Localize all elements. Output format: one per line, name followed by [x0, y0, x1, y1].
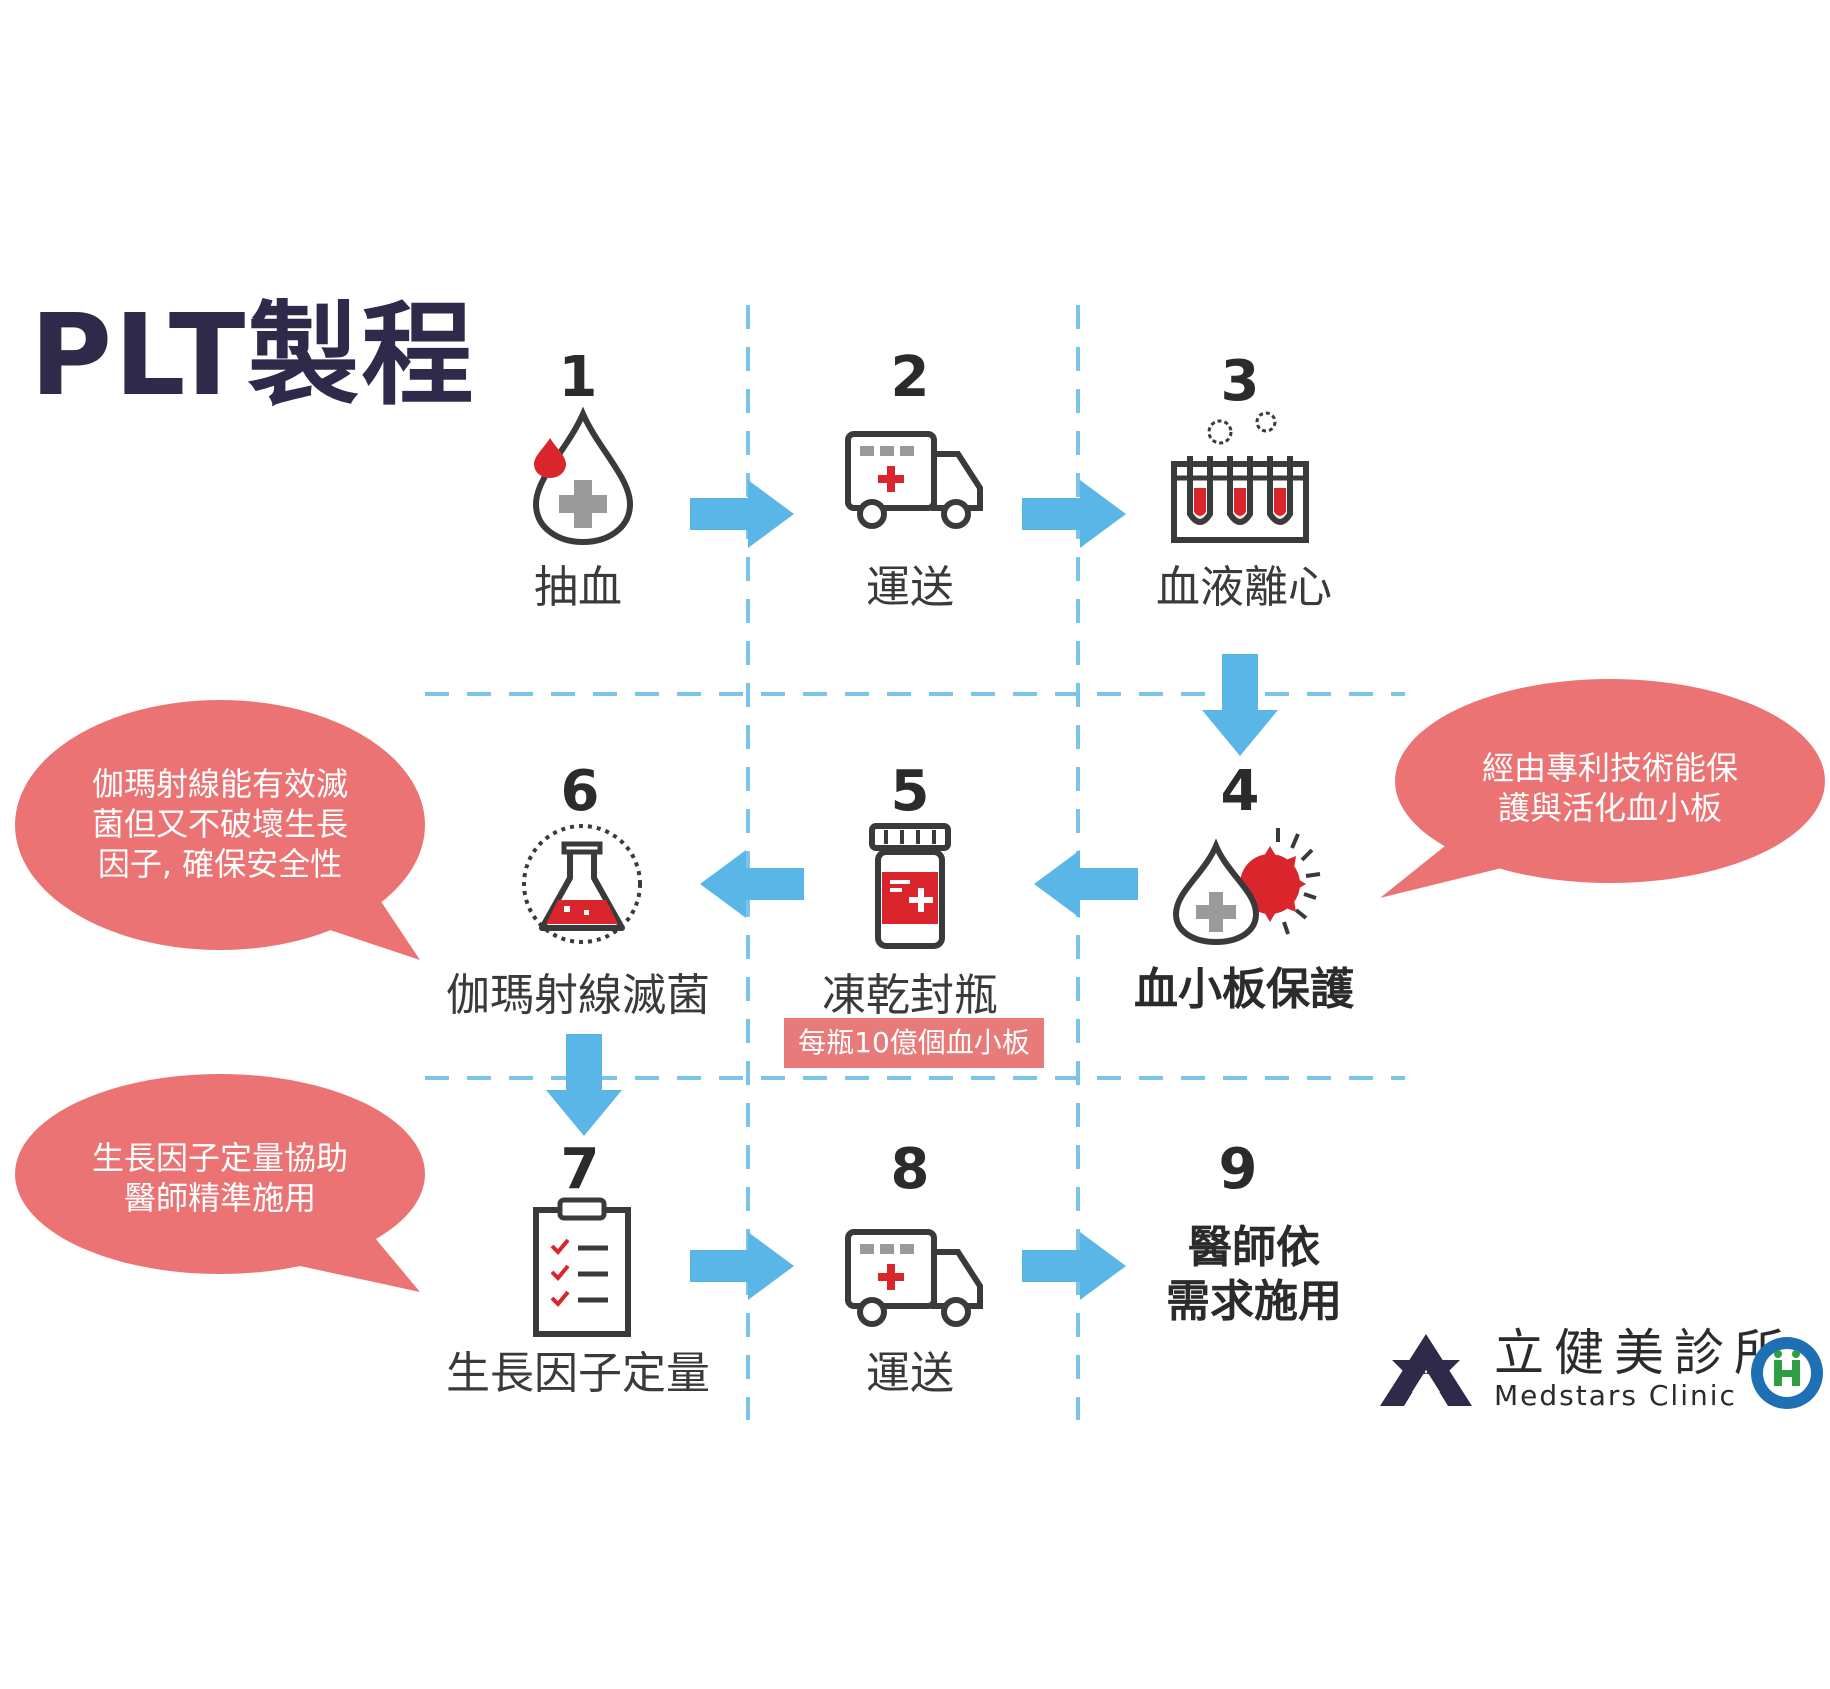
- speech-bubble-step6-line1: 伽瑪射線能有效滅: [91, 765, 348, 803]
- step-5-label: 凍乾封瓶: [822, 970, 998, 1021]
- checklist-clipboard-icon: [533, 1197, 631, 1337]
- step-4-label: 血小板保護: [1134, 964, 1354, 1015]
- step-5-number: 5: [890, 759, 930, 824]
- step-9-label-line1: 醫師依: [1188, 1222, 1320, 1273]
- platelet-count-badge: 每瓶10億個血小板: [784, 1018, 1044, 1068]
- speech-bubble-step4: 經由專利技術能保 護與活化血小板: [1450, 748, 1770, 828]
- step-1-number: 1: [558, 345, 598, 410]
- speech-bubble-step7-shape: [15, 1074, 425, 1292]
- clinic-name-zh: 立健美診所: [1494, 1324, 1794, 1382]
- platelet-protection-icon: [1172, 828, 1321, 946]
- step-3-number: 3: [1220, 349, 1260, 414]
- step-2-label: 運送: [866, 562, 954, 613]
- gamma-flask-icon: [522, 824, 642, 944]
- centrifuge-tubes-icon: [1171, 411, 1309, 543]
- speech-bubble-step6: 伽瑪射線能有效滅 菌但又不破壞生長 因子, 確保安全性: [60, 764, 380, 884]
- sealed-vial-icon: [869, 823, 951, 949]
- step-2-number: 2: [890, 345, 930, 410]
- nhi-badge-icon: [1751, 1337, 1823, 1409]
- clinic-name-en: Medstars Clinic: [1494, 1379, 1737, 1412]
- step-9-number: 9: [1218, 1137, 1258, 1202]
- speech-bubble-step7-line1: 生長因子定量協助: [91, 1139, 348, 1177]
- speech-bubble-step6-line3: 因子, 確保安全性: [97, 845, 343, 883]
- step-7-label: 生長因子定量: [446, 1348, 710, 1399]
- step-7-number: 7: [560, 1137, 600, 1202]
- arrow-right-1-2: [690, 480, 794, 548]
- page-title: PLT製程: [30, 291, 476, 421]
- step-4-number: 4: [1220, 759, 1260, 824]
- step-6-label: 伽瑪射線滅菌: [446, 970, 710, 1021]
- speech-bubble-step7-line2: 醫師精準施用: [123, 1179, 316, 1217]
- ambulance-icon-2: [845, 1229, 983, 1327]
- speech-bubble-step4-shape: [1380, 679, 1825, 898]
- step-8-label: 運送: [866, 1348, 954, 1399]
- medstars-logo-icon: [1380, 1334, 1472, 1406]
- arrow-down-6-7: [546, 1034, 622, 1136]
- arrow-right-7-8: [690, 1232, 794, 1300]
- arrow-down-3-4: [1202, 654, 1278, 756]
- step-1-label: 抽血: [534, 562, 622, 613]
- blood-drop-icon: [532, 406, 634, 546]
- speech-bubble-step6-shape: [15, 700, 425, 960]
- step-3-label: 血液離心: [1156, 562, 1332, 613]
- speech-bubble-step7: 生長因子定量協助 醫師精準施用: [60, 1138, 380, 1218]
- speech-bubble-step4-line2: 護與活化血小板: [1497, 789, 1722, 827]
- speech-bubble-step4-line1: 經由專利技術能保: [1481, 749, 1738, 787]
- arrow-right-8-9: [1022, 1232, 1126, 1300]
- speech-bubble-step6-line2: 菌但又不破壞生長: [91, 805, 348, 843]
- arrow-left-4-5: [1034, 850, 1138, 918]
- step-9-label-line2: 需求施用: [1166, 1276, 1342, 1327]
- arrow-left-5-6: [700, 850, 804, 918]
- arrow-right-2-3: [1022, 480, 1126, 548]
- step-6-number: 6: [560, 759, 600, 824]
- ambulance-icon: [845, 431, 983, 529]
- step-8-number: 8: [890, 1137, 930, 1202]
